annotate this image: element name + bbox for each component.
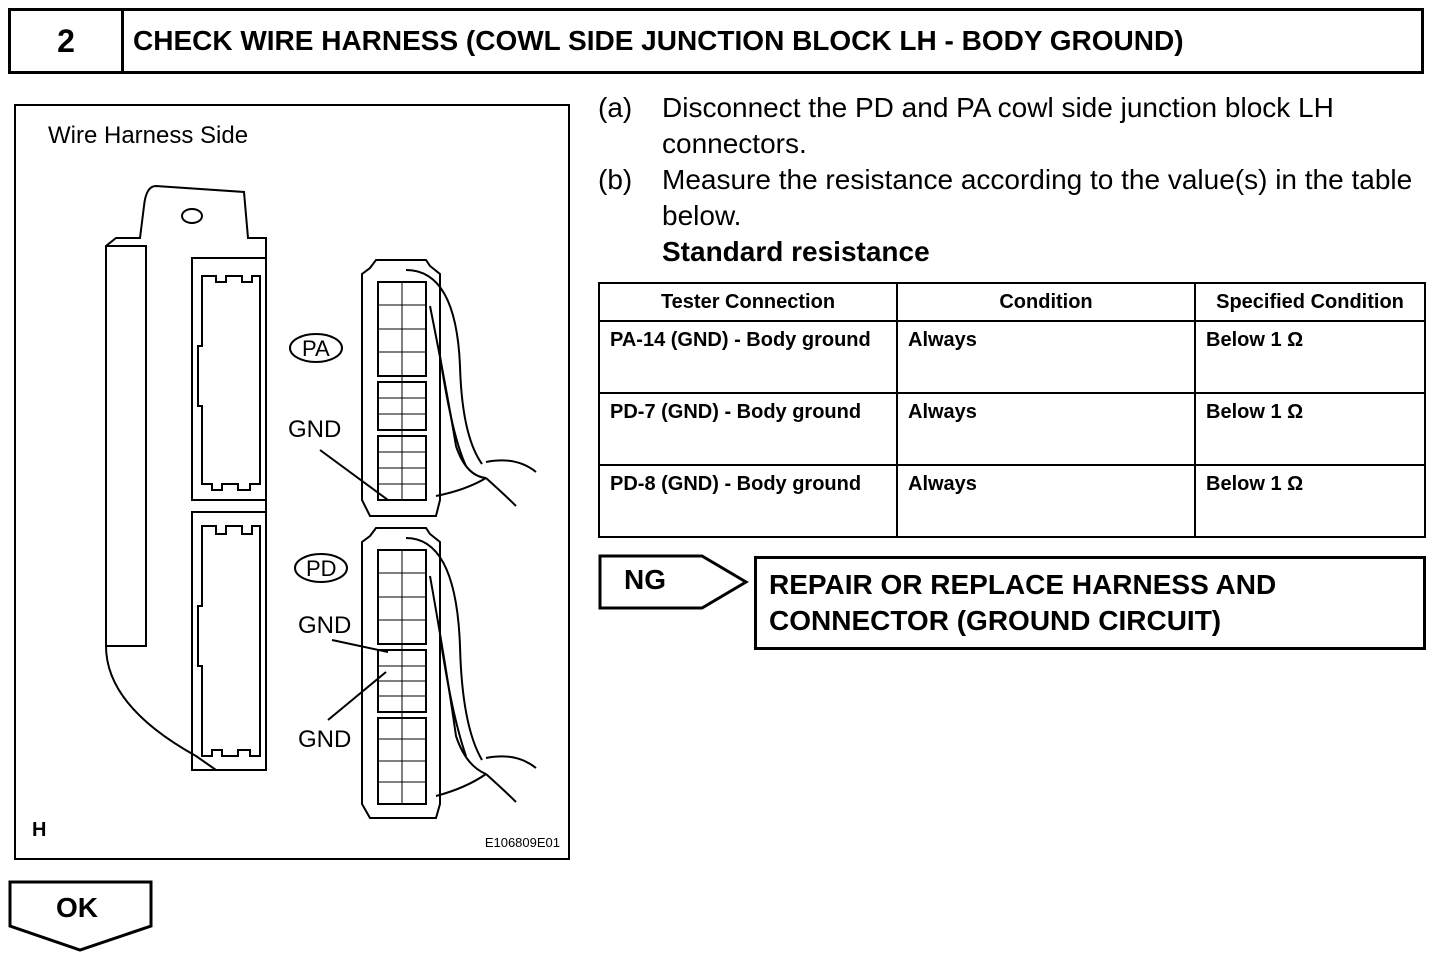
connector-figure: Wire Harness Side [14, 104, 570, 860]
ng-action-text: REPAIR OR REPLACE HARNESS AND CONNECTOR … [769, 569, 1277, 636]
instruction-b-label: (b) [598, 164, 633, 195]
gnd-leader-pa [319, 449, 389, 501]
table-cell: Below 1 Ω [1194, 320, 1426, 394]
block-socket-lower [191, 511, 267, 771]
pa-label: PA [302, 336, 330, 361]
pd-callout [294, 553, 348, 583]
figure-corner-letter: H [32, 819, 47, 841]
table-header: Tester Connection [598, 282, 898, 322]
resistance-table: Tester Connection Condition Specified Co… [598, 282, 1426, 538]
block-socket-upper [191, 257, 267, 501]
table-header-row: Tester Connection Condition Specified Co… [598, 282, 1426, 322]
figure-caption: Wire Harness Side [48, 122, 249, 149]
step-title: CHECK WIRE HARNESS (COWL SIDE JUNCTION B… [133, 25, 1184, 56]
junction-block-outline [105, 184, 267, 771]
step-header: 2 CHECK WIRE HARNESS (COWL SIDE JUNCTION… [8, 8, 1424, 74]
table-cell: PD-7 (GND) - Body ground [598, 392, 898, 466]
ok-arrow-icon [8, 880, 153, 952]
pd-label: PD [306, 556, 337, 581]
ng-indicator: NG [598, 554, 750, 610]
standard-heading: Standard resistance [662, 236, 930, 267]
ok-indicator: OK [8, 880, 154, 954]
table-cell: Always [896, 464, 1196, 538]
table-header: Specified Condition [1194, 282, 1426, 322]
instruction-a-text: Disconnect the PD and PA cowl side junct… [662, 92, 1334, 159]
table-row: PA-14 (GND) - Body ground Always Below 1… [598, 320, 1426, 394]
table-cell: Always [896, 320, 1196, 394]
ng-action-box: REPAIR OR REPLACE HARNESS AND CONNECTOR … [754, 556, 1426, 650]
pa-callout [289, 333, 343, 363]
gnd-label-pa: GND [288, 416, 342, 443]
table-cell: PA-14 (GND) - Body ground [598, 320, 898, 394]
instruction-a-label: (a) [598, 92, 633, 123]
step-number: 2 [11, 11, 124, 71]
mount-hole-icon [181, 208, 203, 224]
pd-connector [361, 527, 537, 819]
table-row: PD-8 (GND) - Body ground Always Below 1 … [598, 464, 1426, 538]
gnd-leader-pd7 [331, 639, 389, 653]
ok-label: OK [56, 892, 98, 923]
gnd-label-pd8: GND [298, 726, 352, 753]
table-cell: PD-8 (GND) - Body ground [598, 464, 898, 538]
figure-id: E106809E01 [484, 835, 560, 850]
table-cell: Below 1 Ω [1194, 392, 1426, 466]
gnd-label-pd7: GND [298, 612, 352, 639]
gnd-leader-pd8 [327, 671, 387, 721]
ng-label: NG [624, 564, 666, 595]
connector-diagram [105, 184, 537, 819]
instruction-a: (a) Disconnect the PD and PA cowl side j… [598, 90, 1428, 162]
ng-arrow-icon [598, 554, 749, 610]
instruction-b: (b) Measure the resistance according to … [598, 162, 1428, 234]
table-cell: Always [896, 392, 1196, 466]
instruction-b-text: Measure the resistance according to the … [662, 164, 1413, 231]
table-header: Condition [896, 282, 1196, 322]
table-cell: Below 1 Ω [1194, 464, 1426, 538]
table-row: PD-7 (GND) - Body ground Always Below 1 … [598, 392, 1426, 466]
pa-connector [361, 259, 537, 517]
